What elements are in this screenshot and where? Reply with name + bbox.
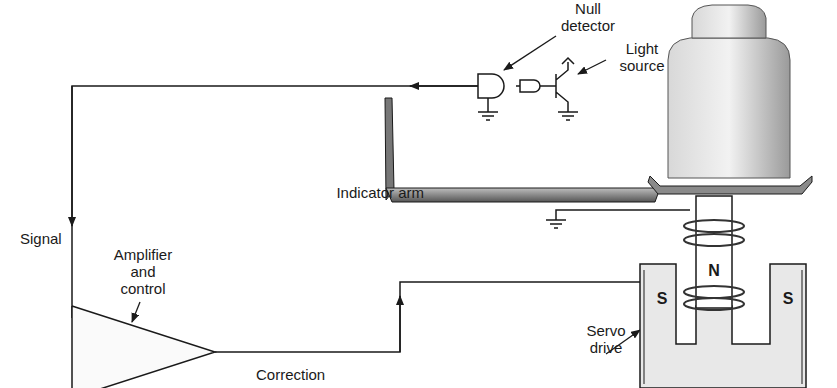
part-label: Amplifier and control bbox=[110, 246, 176, 297]
amplifier-triangle bbox=[72, 306, 215, 388]
weight-cup bbox=[648, 5, 812, 194]
coil bbox=[684, 196, 744, 310]
signal-label: Signal bbox=[20, 230, 68, 247]
signal-label: Correction bbox=[256, 366, 366, 383]
part-label: Light source bbox=[606, 40, 678, 74]
signal-wire bbox=[72, 86, 640, 352]
part-label: Indicator arm bbox=[262, 184, 424, 201]
pole-label: N bbox=[704, 262, 724, 279]
pole-label: S bbox=[652, 290, 672, 307]
ground-symbol bbox=[546, 210, 690, 228]
part-label: Null detector bbox=[546, 0, 630, 34]
light-source-symbol bbox=[516, 58, 578, 120]
indicator-arm bbox=[385, 98, 660, 202]
null-detector-symbol bbox=[478, 74, 504, 120]
part-label: Servo drive bbox=[574, 322, 638, 356]
pole-label: S bbox=[778, 290, 798, 307]
